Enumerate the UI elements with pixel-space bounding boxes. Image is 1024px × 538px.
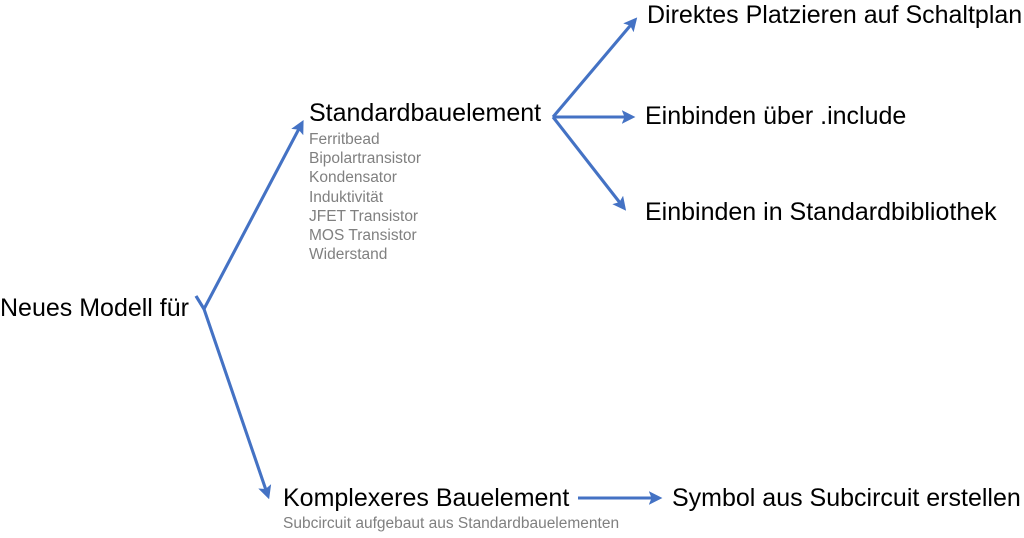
- node-einbinden-include[interactable]: Einbinden über .include: [645, 101, 906, 131]
- list-item: Ferritbead: [309, 131, 380, 148]
- node-einbinden-standardbibliothek-label: Einbinden in Standardbibliothek: [645, 198, 997, 226]
- node-komplexeres-bauelement[interactable]: Komplexeres Bauelement Subcircuit aufgeb…: [283, 483, 619, 533]
- node-direktes-platzieren-label: Direktes Platzieren auf Schaltplan: [647, 1, 1023, 29]
- node-root-label: Neues Modell für: [0, 294, 189, 322]
- standardbauelement-component-list: Ferritbead Bipolartransistor Kondensator…: [309, 130, 541, 264]
- list-item: Bipolartransistor: [309, 150, 421, 168]
- node-standardbauelement[interactable]: Standardbauelement Ferritbead Bipolartra…: [309, 98, 541, 264]
- node-komplexeres-bauelement-label: Komplexeres Bauelement: [283, 484, 570, 512]
- list-item: Induktivität: [309, 188, 384, 206]
- list-item: JFET Transistor: [309, 207, 419, 225]
- connector-root-to-standardbauelement: [194, 119, 304, 313]
- connector-root-to-komplexeres-bauelement: [194, 295, 272, 500]
- list-item: MOS Transistor: [309, 227, 417, 245]
- list-item: Widerstand: [309, 246, 388, 264]
- node-komplexeres-bauelement-subtitle: Subcircuit aufgebaut aus Standardbauelem…: [283, 515, 620, 532]
- connector-standardbauelement-to-bibliothek: [551, 116, 627, 211]
- node-standardbauelement-label: Standardbauelement: [309, 99, 542, 127]
- connector-standardbauelement-to-direkt: [551, 17, 638, 119]
- node-direktes-platzieren[interactable]: Direktes Platzieren auf Schaltplan: [647, 0, 1022, 30]
- node-einbinden-include-label: Einbinden über .include: [645, 102, 907, 130]
- node-einbinden-standardbibliothek[interactable]: Einbinden in Standardbibliothek: [645, 197, 997, 227]
- list-item: Kondensator: [309, 169, 397, 187]
- node-symbol-aus-subcircuit-label: Symbol aus Subcircuit erstellen: [672, 484, 1021, 512]
- node-root[interactable]: Neues Modell für: [0, 293, 189, 323]
- node-symbol-aus-subcircuit[interactable]: Symbol aus Subcircuit erstellen: [672, 483, 1021, 513]
